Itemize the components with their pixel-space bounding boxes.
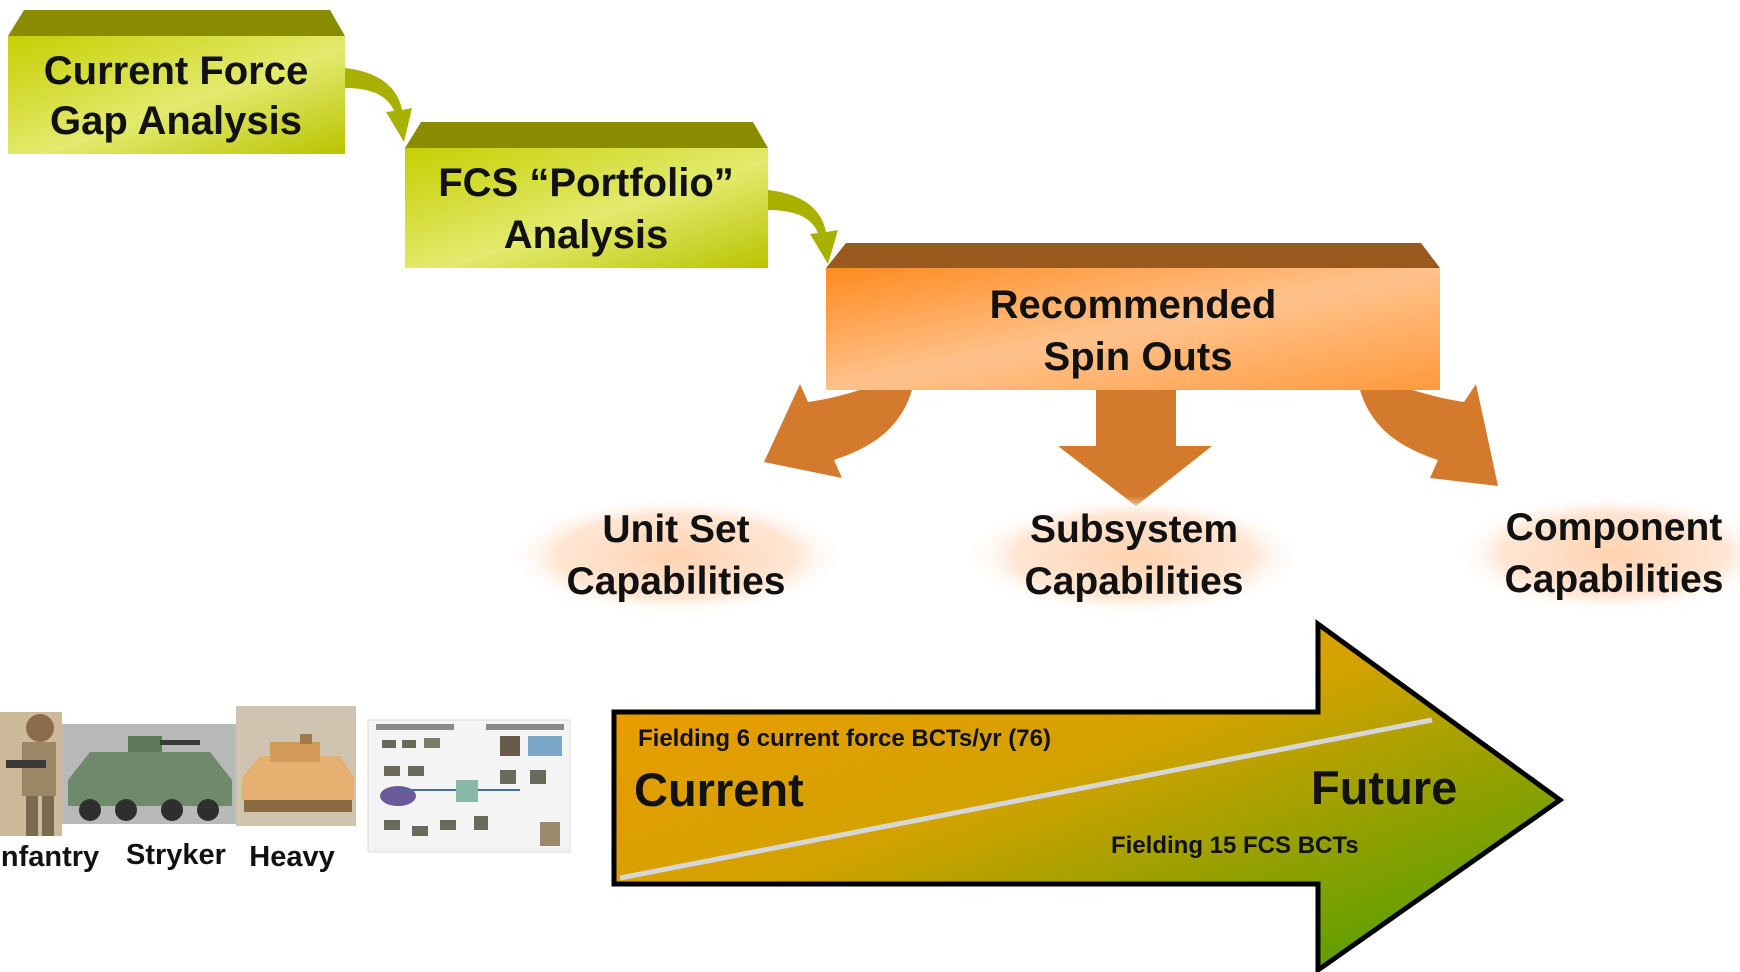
fielding-fcs-text: Fielding 15 FCS BCTs — [1111, 832, 1359, 859]
heavy-tank-icon — [236, 706, 356, 826]
component-line2: Capabilities — [1505, 558, 1724, 601]
stryker-vehicle-icon — [62, 724, 242, 824]
fcs-systems-diagram-thumbnail — [367, 719, 571, 853]
arrow-down-branch-icon — [1058, 390, 1212, 506]
gap-analysis-line2: Gap Analysis — [50, 99, 302, 143]
future-label: Future — [1311, 761, 1457, 814]
spin-outs-line1: Recommended — [990, 283, 1277, 327]
heavy-label: Heavy — [249, 841, 334, 873]
arrow-left-branch-icon — [764, 384, 912, 478]
stryker-label: Stryker — [126, 839, 226, 871]
portfolio-analysis-box: FCS “Portfolio” Analysis — [405, 122, 768, 268]
portfolio-analysis-line2: Analysis — [504, 213, 669, 257]
current-to-future-timeline-arrow: Fielding 6 current force BCTs/yr (76) Cu… — [611, 619, 1565, 972]
subsystem-line1: Subsystem — [1030, 508, 1238, 551]
unit-set-line1: Unit Set — [602, 508, 749, 551]
gap-analysis-box: Current Force Gap Analysis — [8, 10, 345, 154]
spin-outs-line2: Spin Outs — [1044, 335, 1233, 379]
current-label: Current — [634, 763, 804, 816]
subsystem-line2: Capabilities — [1025, 560, 1244, 603]
curved-arrow-2-icon — [768, 190, 838, 264]
fielding-current-text: Fielding 6 current force BCTs/yr (76) — [638, 725, 1051, 752]
component-line1: Component — [1506, 506, 1723, 549]
unit-set-capabilities: Unit Set Capabilities — [506, 496, 846, 616]
curved-arrow-1-icon — [345, 68, 412, 142]
infantry-soldier-icon — [0, 712, 62, 836]
infantry-label: Infantry — [0, 841, 99, 873]
timeline-divider-line — [619, 717, 1433, 881]
unit-set-line2: Capabilities — [567, 560, 786, 603]
gap-analysis-line1: Current Force — [44, 49, 309, 93]
portfolio-analysis-line1: FCS “Portfolio” — [438, 161, 734, 205]
subsystem-capabilities: Subsystem Capabilities — [964, 496, 1304, 616]
spin-outs-box: Recommended Spin Outs — [826, 243, 1440, 390]
component-capabilities: Component Capabilities — [1454, 494, 1740, 614]
arrow-right-branch-icon — [1360, 384, 1498, 486]
